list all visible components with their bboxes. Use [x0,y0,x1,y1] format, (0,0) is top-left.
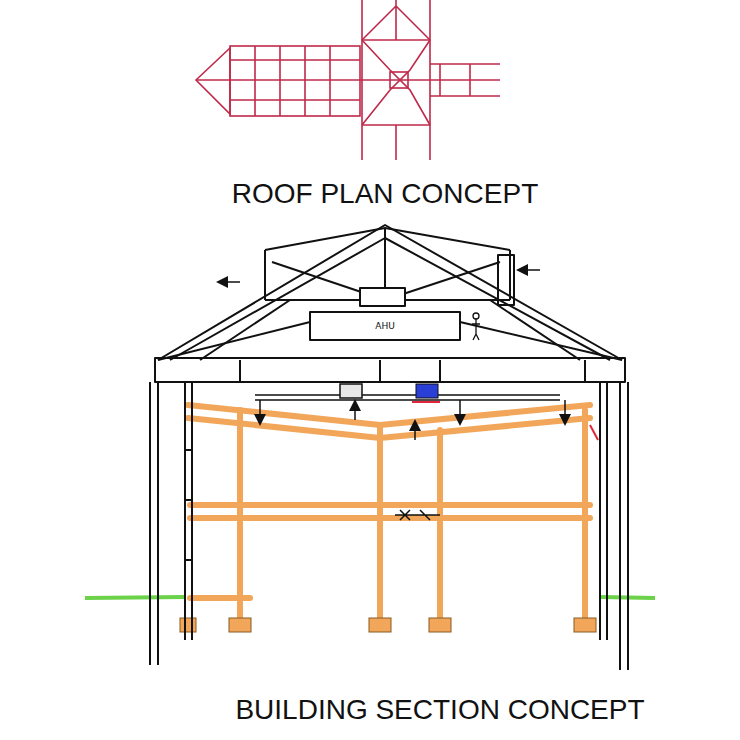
equipment-box [340,384,362,398]
red-mark [590,425,598,440]
ducts [222,270,565,520]
roof-plan-sketch [196,0,500,160]
equipment-box: AHU [310,312,460,340]
equipment-label: AHU [375,321,395,331]
person-figure [472,313,480,340]
red-mark [412,401,440,403]
building-section [150,225,628,670]
caption-label: BUILDING SECTION CONCEPT [235,694,644,726]
caption-label: ROOF PLAN CONCEPT [232,178,538,210]
equipment-box [416,384,438,398]
ground-line [85,597,655,598]
timber-frame [188,405,590,620]
footings [180,618,596,632]
